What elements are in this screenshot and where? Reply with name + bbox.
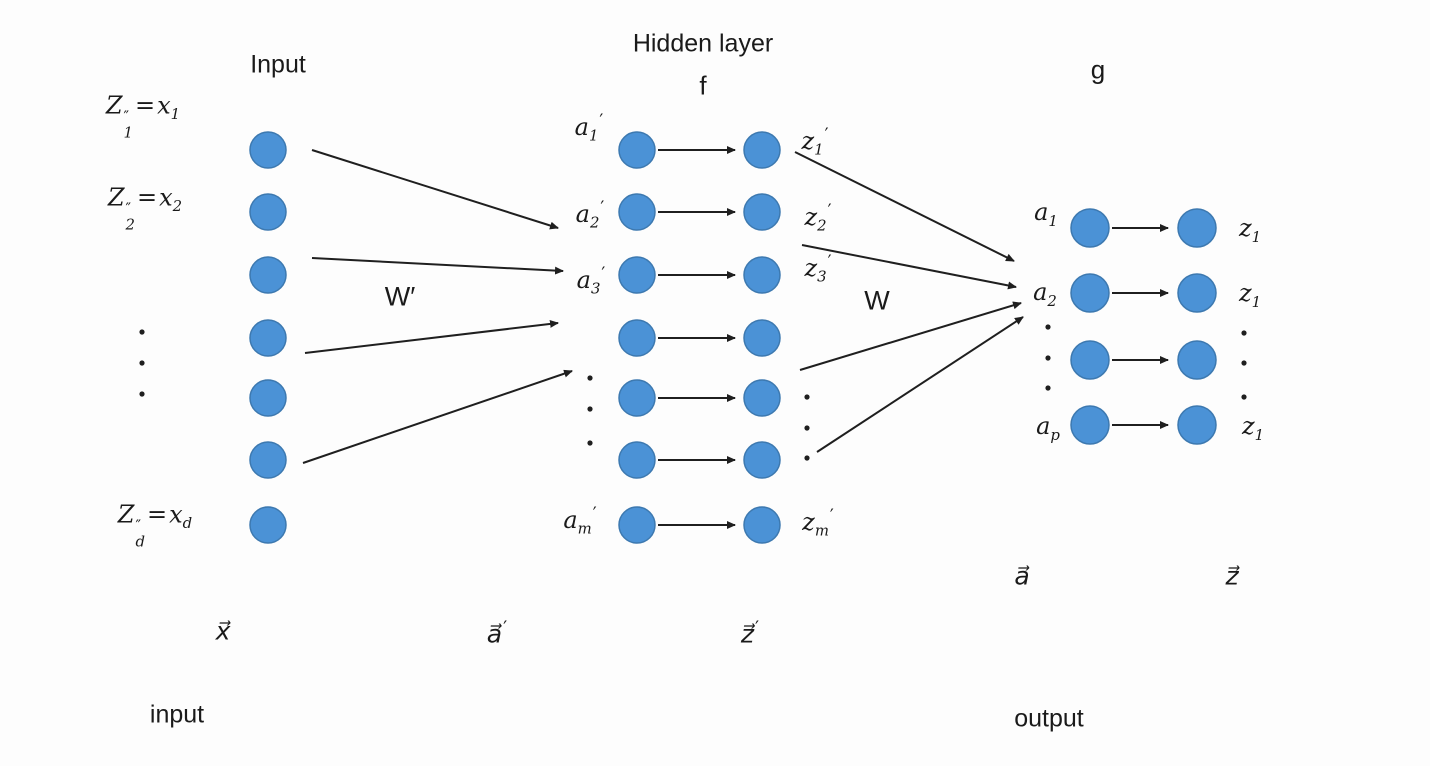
hidden-right-node	[743, 441, 781, 479]
w-connection-arrow	[799, 301, 1022, 371]
hidden-right-node	[743, 256, 781, 294]
ellipsis-dot	[139, 360, 145, 366]
hidden-right-node	[743, 131, 781, 169]
output-left-node	[1070, 405, 1110, 445]
input-node	[249, 506, 287, 544]
hidden-right-node	[743, 193, 781, 231]
output-right-node	[1177, 273, 1217, 313]
ellipsis-dot	[1045, 324, 1051, 330]
ellipsis-dot	[587, 375, 593, 381]
hidden-z-label-1: z1′	[801, 125, 829, 159]
hidden-left-node	[618, 256, 656, 294]
output-z-vector-label: z⃗	[1225, 561, 1239, 591]
input-node	[249, 319, 287, 357]
hidden-left-node	[618, 441, 656, 479]
ellipsis-dot	[1241, 360, 1247, 366]
ellipsis-dot	[587, 406, 593, 412]
input-node	[249, 441, 287, 479]
hidden-left-node	[618, 131, 656, 169]
hidden-z-label-3: z3′	[804, 252, 832, 286]
w-connection-arrow	[794, 151, 1015, 262]
input-node	[249, 256, 287, 294]
output-a-label-1: a1	[1034, 198, 1058, 230]
ellipsis-dot	[139, 391, 145, 397]
output-a-label-p: ap	[1036, 412, 1060, 444]
input-node	[249, 379, 287, 417]
w-connection-arrow	[816, 316, 1024, 453]
ellipsis-dot	[587, 440, 593, 446]
output-right-node	[1177, 405, 1217, 445]
output-z-label-2: z1	[1238, 279, 1262, 311]
output-caption: output	[1014, 704, 1084, 733]
hidden-z-label-m: zm′	[802, 506, 834, 540]
hidden-right-node	[743, 506, 781, 544]
output-right-node	[1177, 340, 1217, 380]
output-a-label-2: a2	[1033, 278, 1057, 310]
input-node	[249, 193, 287, 231]
input-node-label-1: Z″1=x1	[105, 91, 181, 142]
w-connection-arrow	[801, 244, 1017, 290]
hidden-left-node	[618, 319, 656, 357]
w-prime-connection-arrow	[304, 319, 559, 354]
w-prime-connection-arrow	[311, 257, 564, 275]
ellipsis-dot	[804, 455, 810, 461]
weight-matrix-label-w-prime: W′	[384, 281, 416, 312]
ellipsis-dot	[804, 425, 810, 431]
hidden-z-vector-label: z⃗′	[740, 617, 760, 649]
output-left-node	[1070, 208, 1110, 248]
hidden-right-node	[743, 379, 781, 417]
ellipsis-dot	[1045, 385, 1051, 391]
output-z-label-1: z1	[1238, 214, 1262, 246]
hidden-right-node	[743, 319, 781, 357]
hidden-a-label-m: am′	[563, 504, 597, 538]
weight-matrix-label-w: W	[864, 285, 890, 316]
input-node-label-d: Z″d=xd	[117, 500, 193, 551]
hidden-left-node	[618, 193, 656, 231]
hidden-activation-label: f	[699, 70, 707, 101]
hidden-z-label-2: z2′	[804, 201, 832, 235]
hidden-left-node	[618, 506, 656, 544]
w-prime-connection-arrow	[311, 149, 559, 230]
hidden-left-node	[618, 379, 656, 417]
output-left-node	[1070, 273, 1110, 313]
ellipsis-dot	[1045, 355, 1051, 361]
hidden-a-label-3: a3′	[576, 264, 606, 298]
ellipsis-dot	[804, 394, 810, 400]
hidden-a-vector-label: a⃗′	[486, 617, 508, 649]
input-node	[249, 131, 287, 169]
output-left-node	[1070, 340, 1110, 380]
output-right-node	[1177, 208, 1217, 248]
ellipsis-dot	[1241, 330, 1247, 336]
ellipsis-dot	[139, 329, 145, 335]
hidden-layer-title: Hidden layer	[632, 29, 774, 58]
ellipsis-dot	[1241, 394, 1247, 400]
input-layer-title: Input	[250, 50, 306, 79]
output-z-label-3: z1	[1241, 412, 1265, 444]
hidden-a-label-2: a2′	[575, 198, 605, 232]
input-caption: input	[149, 700, 205, 729]
output-a-vector-label: a⃗	[1014, 561, 1030, 591]
input-vector-label: x⃗	[215, 616, 231, 646]
w-prime-connection-arrow	[302, 369, 573, 464]
output-activation-label: g	[1090, 54, 1106, 85]
input-node-label-2: Z″2=x2	[107, 183, 183, 234]
hidden-a-label-1: a1′	[574, 111, 604, 145]
